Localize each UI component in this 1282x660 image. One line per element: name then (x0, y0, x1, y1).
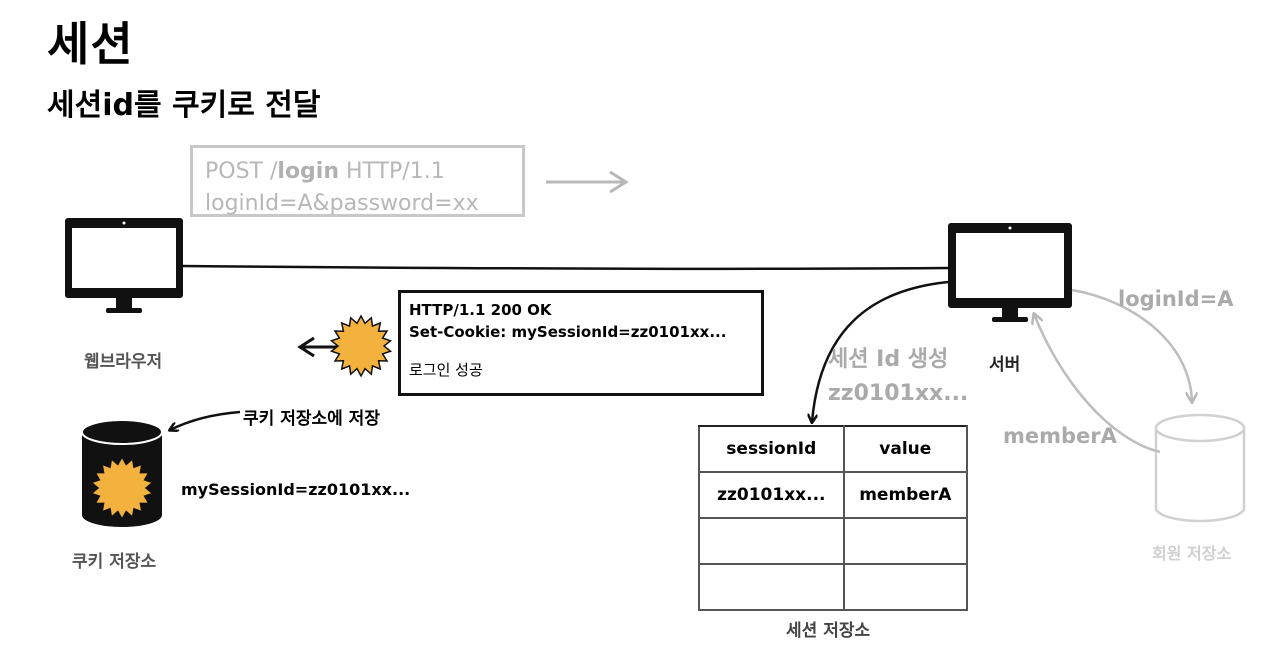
response-line-2: Set-Cookie: mySessionId=zz0101xx... (409, 323, 727, 341)
response-line-3: 로그인 성공 (409, 361, 483, 379)
cookie-sun-icon (329, 314, 393, 378)
request-line-1: POST /login HTTP/1.1 (205, 159, 445, 184)
table-cell (842, 517, 969, 565)
session-store-label: 세션 저장소 (786, 621, 871, 641)
cookie-store-label: 쿠키 저장소 (72, 552, 157, 572)
login-id-arrow (1071, 288, 1192, 402)
cookie-storage-icon (81, 419, 163, 527)
table-cell (698, 517, 845, 565)
page-title: 세션 (47, 17, 134, 71)
save-cookie-label: 쿠키 저장소에 저장 (243, 409, 380, 429)
request-arrow-icon (546, 170, 629, 194)
table-row (698, 563, 969, 611)
server-label: 서버 (989, 355, 1021, 375)
table-cell (698, 563, 845, 611)
response-box: HTTP/1.1 200 OK Set-Cookie: mySessionId=… (398, 290, 764, 396)
member-arrow-label: memberA (1003, 424, 1117, 448)
browser-monitor-icon (65, 218, 183, 313)
session-table: sessionId value zz0101xx... memberA (698, 425, 969, 611)
connection-line (182, 264, 949, 271)
browser-label: 웹브라우저 (84, 352, 163, 372)
request-box: POST /login HTTP/1.1 loginId=A&password=… (190, 145, 525, 217)
member-return-arrow (1034, 314, 1161, 454)
table-cell: zz0101xx... (698, 471, 845, 519)
response-arrow-icon (297, 336, 338, 358)
page-subtitle: 세션id를 쿠키로 전달 (47, 88, 321, 123)
member-storage-icon (1154, 413, 1246, 523)
table-cell (842, 563, 969, 611)
cookie-value: mySessionId=zz0101xx... (181, 480, 411, 499)
column-header-value: value (842, 425, 969, 473)
session-create-arrow (812, 280, 949, 422)
table-row: zz0101xx... memberA (698, 471, 969, 519)
table-header-row: sessionId value (698, 425, 969, 473)
response-line-1: HTTP/1.1 200 OK (409, 301, 552, 319)
login-id-arrow-label: loginId=A (1118, 287, 1234, 311)
request-line-2: loginId=A&password=xx (205, 191, 479, 216)
server-monitor-icon (948, 223, 1072, 322)
save-cookie-arrow (170, 410, 241, 430)
table-row (698, 517, 969, 565)
session-create-text: 세션 Id 생성 zz0101xx... (828, 347, 969, 406)
table-cell: memberA (842, 471, 969, 519)
member-store-label: 회원 저장소 (1152, 544, 1232, 563)
column-header-sessionid: sessionId (698, 425, 845, 473)
